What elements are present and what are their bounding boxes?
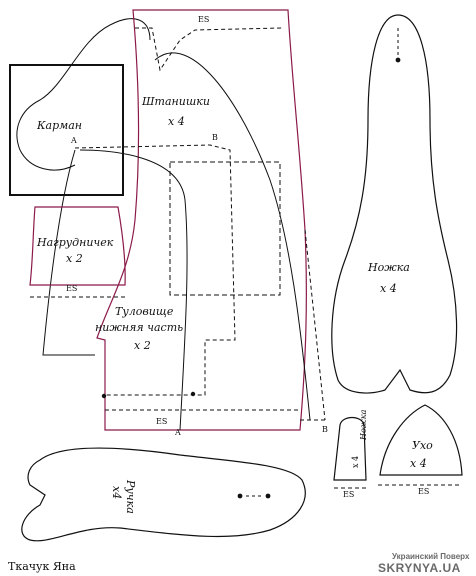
ear-es: ES bbox=[418, 487, 430, 496]
pocket-outline bbox=[9, 64, 124, 196]
pants-es: ES bbox=[198, 15, 210, 24]
leg-count: х 4 bbox=[380, 282, 397, 295]
pants-name: Штанишки bbox=[142, 95, 210, 108]
pants-inner-curve bbox=[154, 52, 311, 421]
leg-dot bbox=[395, 57, 401, 63]
small-leg-outline bbox=[333, 416, 367, 481]
torso-name-line1: Туловище bbox=[115, 305, 174, 318]
hand-dot-left bbox=[237, 493, 243, 499]
bib-name: Нагрудничек bbox=[37, 236, 114, 249]
pants-mark: B bbox=[212, 133, 218, 142]
watermark-line2: SKRYNYA.UA bbox=[378, 561, 461, 575]
small-leg-es: ES bbox=[343, 490, 355, 499]
small-leg-name: Ножка bbox=[359, 409, 368, 440]
torso-inner-curve bbox=[79, 149, 188, 431]
leg-outline bbox=[331, 14, 458, 394]
pants-right-dashed bbox=[304, 229, 326, 421]
right-mark: B bbox=[322, 425, 328, 434]
pants-count: х 4 bbox=[168, 115, 185, 128]
bib-es: ES bbox=[66, 284, 78, 293]
torso-count: х 2 bbox=[134, 339, 151, 352]
torso-dot-left bbox=[101, 393, 107, 399]
bib-count: х 2 bbox=[66, 252, 83, 265]
ear-count: х 4 bbox=[410, 457, 427, 470]
torso-dashed bbox=[74, 144, 236, 396]
pants-outline bbox=[96, 9, 307, 431]
watermark-line1: Украинский Поверх bbox=[392, 552, 470, 561]
torso-left-line bbox=[42, 149, 95, 356]
author-signature: Ткачук Яна bbox=[8, 560, 76, 573]
bib-outline bbox=[29, 206, 126, 286]
pants-top-dashed bbox=[135, 27, 283, 72]
small-leg-count: х 4 bbox=[351, 455, 360, 468]
ear-outline bbox=[379, 404, 463, 476]
hand-outline bbox=[21, 447, 306, 542]
torso-es: ES bbox=[156, 417, 168, 426]
pants-inner-square bbox=[169, 161, 281, 296]
torso-dot-right bbox=[190, 391, 196, 397]
pocket-mark: A bbox=[71, 136, 77, 145]
pocket-curve bbox=[16, 18, 151, 171]
ear-name: Ухо bbox=[412, 439, 433, 452]
hand-name: Ручка bbox=[124, 480, 137, 514]
torso-mark: A bbox=[175, 428, 181, 437]
pocket-name: Карман bbox=[37, 119, 83, 132]
hand-count: х4 bbox=[110, 486, 123, 500]
hand-dot-right bbox=[265, 493, 271, 499]
torso-name-line2: нижняя часть bbox=[95, 321, 184, 334]
leg-name: Ножка bbox=[368, 261, 410, 274]
